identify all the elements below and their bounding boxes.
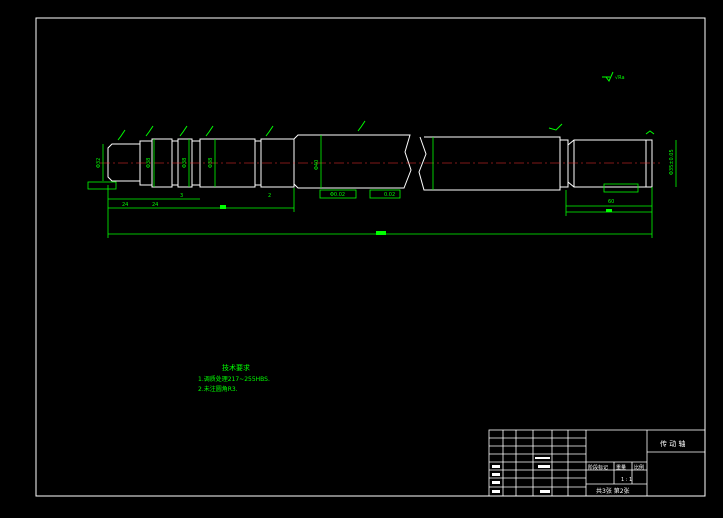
global-roughness-text: √Ra <box>615 75 625 81</box>
roughness-marks <box>117 120 655 141</box>
tol-frame-2: 0.02 <box>384 192 395 198</box>
length-dim-texts: 24 24 3 2 60 <box>122 193 614 208</box>
scale-label: 比例 <box>634 464 644 471</box>
stage-label: 阶段标记 <box>588 464 608 471</box>
scale-value: 1 : 1 <box>621 477 632 483</box>
length-dims <box>107 185 653 238</box>
dim-len-3: 3 <box>180 193 183 199</box>
dim-len-60: 60 <box>608 199 614 205</box>
tech-req-item-2: 2.未注圆角R3. <box>198 385 238 393</box>
part-name: 传 动 轴 <box>660 439 685 448</box>
tolerance-frames: Φ0.02 0.02 <box>87 181 639 199</box>
dim-right-dia: Φ40 <box>314 160 320 170</box>
diameter-dims: Φ32 Φ38 Φ38 Φ38 Φ40 Φ35±0.05 <box>96 149 675 175</box>
overall-length-marker <box>376 231 386 235</box>
dim-mid-dia-1: Φ38 <box>182 158 188 168</box>
weight-label: 重量 <box>616 464 626 471</box>
dim-left-dia-2: Φ38 <box>146 158 152 168</box>
tech-requirements: 技术要求 1.调质处理217~255HBS. 2.未注圆角R3. <box>198 363 270 393</box>
dim-left-dia-1: Φ32 <box>96 158 102 168</box>
tech-req-item-1: 1.调质处理217~255HBS. <box>198 375 270 383</box>
drawing-frame <box>35 17 706 497</box>
segment-length-marker <box>220 205 226 209</box>
diameter-dim-lines <box>102 135 677 190</box>
sheets-label: 共3张 第2张 <box>596 487 630 495</box>
end-length-marker <box>606 209 612 212</box>
tech-req-title: 技术要求 <box>222 363 250 372</box>
shaft-outline <box>107 134 653 191</box>
dim-len-2: 2 <box>268 193 271 199</box>
dim-len-24b: 24 <box>152 202 158 208</box>
global-roughness-symbol: √Ra <box>602 71 625 82</box>
dim-len-24a: 24 <box>122 202 128 208</box>
title-block-texts: 传 动 轴 阶段标记 重量 比例 1 : 1 共3张 第2张 <box>588 439 685 495</box>
dim-mid-dia-2: Φ38 <box>208 158 214 168</box>
dim-end-dia: Φ35±0.05 <box>669 149 675 175</box>
title-block-fills <box>492 457 550 493</box>
title-block <box>488 429 706 497</box>
tol-frame-1: Φ0.02 <box>330 192 345 198</box>
